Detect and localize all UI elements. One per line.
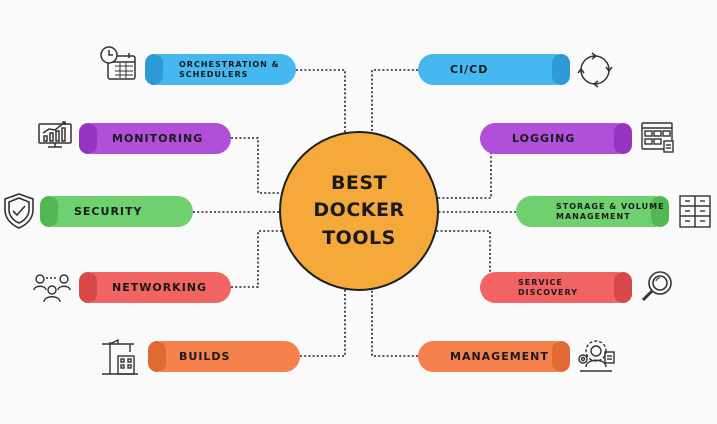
node-label: MONITORING bbox=[112, 131, 204, 145]
node-orchestration: ORCHESTRATION & SCHEDULERS bbox=[145, 54, 296, 85]
connector-cicd bbox=[371, 69, 418, 140]
node-builds: BUILDS bbox=[148, 341, 300, 372]
node-label: SECURITY bbox=[74, 204, 143, 218]
center-hub: BEST DOCKER TOOLS bbox=[279, 131, 439, 291]
gear-person-icon bbox=[576, 337, 616, 375]
center-title: BEST DOCKER TOOLS bbox=[313, 171, 405, 249]
cycle-arrows-icon bbox=[577, 52, 613, 88]
node-label: STORAGE & VOLUME MANAGEMENT bbox=[556, 201, 665, 221]
crane-building-icon bbox=[100, 338, 140, 376]
node-monitoring: MONITORING bbox=[79, 123, 231, 154]
connector-orchestration bbox=[296, 69, 346, 140]
node-label: LOGGING bbox=[512, 131, 576, 145]
node-discovery: SERVICE DISCOVERY bbox=[480, 272, 632, 303]
node-label: BUILDS bbox=[179, 349, 231, 363]
node-management: MANAGEMENT bbox=[418, 341, 570, 372]
calendar-clock-icon bbox=[98, 44, 138, 82]
connector-discovery bbox=[430, 230, 491, 288]
connector-monitoring bbox=[231, 137, 290, 194]
node-logging: LOGGING bbox=[480, 123, 632, 154]
node-networking: NETWORKING bbox=[79, 272, 231, 303]
node-label: MANAGEMENT bbox=[450, 349, 549, 363]
node-label: ORCHESTRATION & SCHEDULERS bbox=[179, 59, 280, 79]
cabinet-icon bbox=[678, 194, 714, 230]
magnifier-icon bbox=[639, 269, 675, 305]
connector-builds bbox=[300, 282, 346, 357]
monitor-chart-icon bbox=[37, 118, 73, 150]
connector-management bbox=[371, 282, 418, 357]
node-label: CI/CD bbox=[450, 62, 489, 76]
shield-check-icon bbox=[2, 192, 36, 230]
log-window-icon bbox=[640, 121, 676, 155]
people-network-icon bbox=[32, 270, 72, 306]
node-storage: STORAGE & VOLUME MANAGEMENT bbox=[516, 196, 669, 227]
node-security: SECURITY bbox=[40, 196, 193, 227]
connector-networking bbox=[231, 230, 290, 288]
node-label: NETWORKING bbox=[112, 280, 208, 294]
node-label: SERVICE DISCOVERY bbox=[518, 277, 579, 297]
node-cicd: CI/CD bbox=[418, 54, 570, 85]
